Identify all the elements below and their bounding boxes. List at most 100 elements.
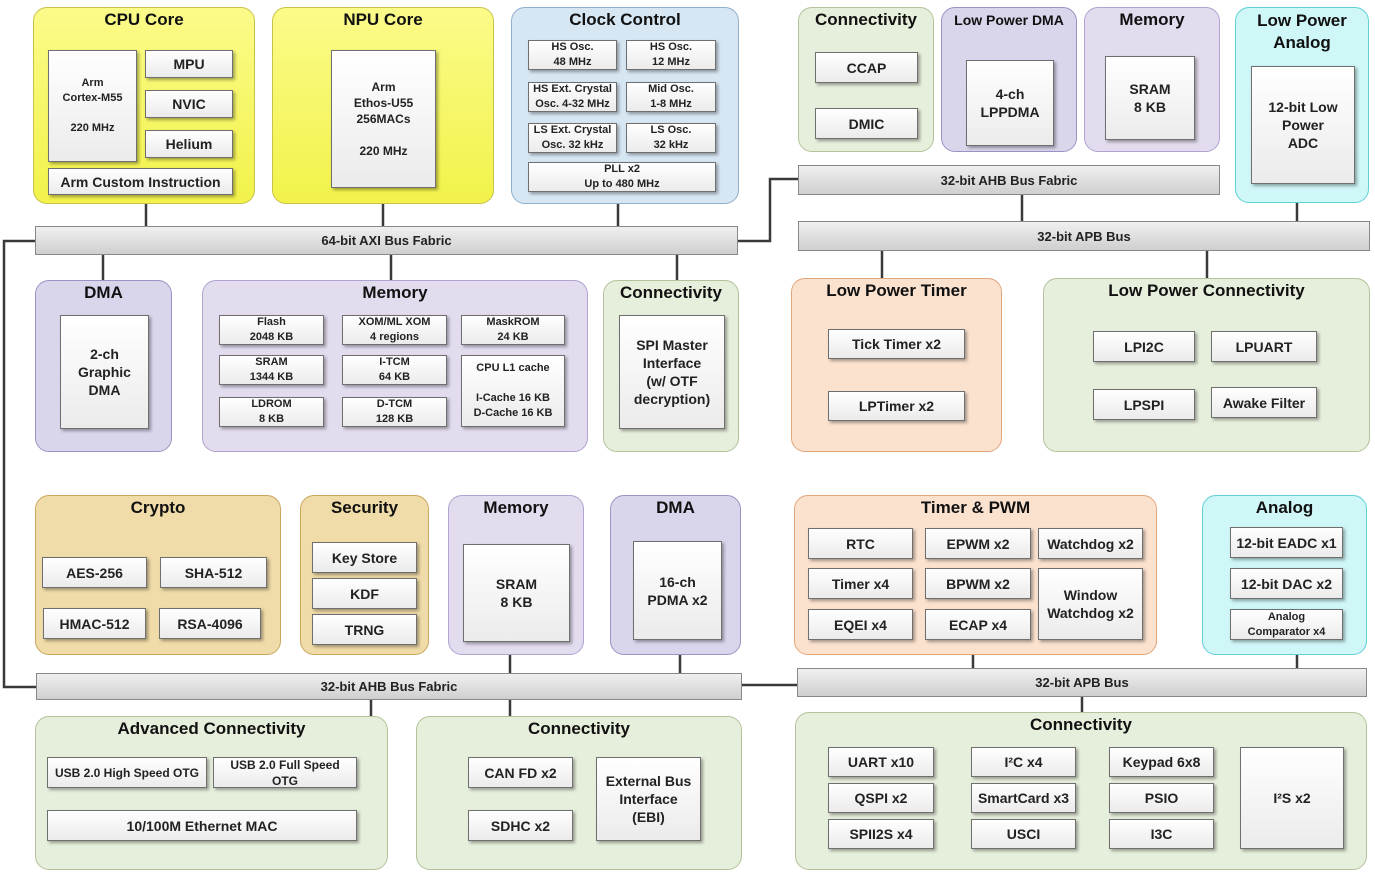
custom-instruction-block: Arm Custom Instruction xyxy=(48,168,233,195)
low-power-analog-group: Low Power Analog 12-bit Low Power ADC xyxy=(1235,7,1369,203)
epwm-block: EPWM x2 xyxy=(925,528,1031,559)
ebi-block: External Bus Interface (EBI) xyxy=(596,757,701,841)
npu-core-title: NPU Core xyxy=(343,10,423,29)
keypad-block: Keypad 6x8 xyxy=(1109,747,1214,777)
itcm-block: I-TCM 64 KB xyxy=(342,355,447,385)
clock-control-group: Clock Control HS Osc. 48 MHz HS Osc. 12 … xyxy=(511,7,739,204)
connectivity-peripherals-title: Connectivity xyxy=(1029,715,1133,734)
analog-group: Analog 12-bit EADC x1 12-bit DAC x2 Anal… xyxy=(1202,495,1367,655)
clock-control-title: Clock Control xyxy=(569,10,681,29)
ecap-block: ECAP x4 xyxy=(925,609,1031,640)
tick-timer-block: Tick Timer x2 xyxy=(828,329,965,359)
usb-fs-otg-block: USB 2.0 Full Speed OTG xyxy=(213,757,357,788)
hmac-512-block: HMAC-512 xyxy=(43,608,146,639)
low-power-timer-title: Low Power Timer xyxy=(826,281,967,300)
ahb-bus-fabric-top: 32-bit AHB Bus Fabric xyxy=(798,165,1220,195)
memory-bottom-group: Memory SRAM 8 KB xyxy=(448,495,584,655)
ethernet-mac-block: 10/100M Ethernet MAC xyxy=(47,810,357,841)
pll-block: PLL x2 Up to 480 MHz xyxy=(528,162,716,192)
flash-block: Flash 2048 KB xyxy=(219,315,324,345)
connectivity-top-title: Connectivity xyxy=(814,10,918,29)
smartcard-block: SmartCard x3 xyxy=(971,783,1076,813)
timer-block: Timer x4 xyxy=(808,568,913,599)
ethos-u55-block: Arm Ethos-U55 256MACs 220 MHz xyxy=(331,50,436,188)
sha-512-block: SHA-512 xyxy=(160,557,267,588)
axi-bus-fabric: 64-bit AXI Bus Fabric xyxy=(35,226,738,255)
advanced-connectivity-group: Advanced Connectivity USB 2.0 High Speed… xyxy=(35,716,388,870)
memory-bottom-title: Memory xyxy=(483,498,549,517)
memory-top-title: Memory xyxy=(1119,10,1185,29)
connectivity-bottom-group: Connectivity CAN FD x2 SDHC x2 External … xyxy=(416,716,742,870)
lpspi-block: LPSPI xyxy=(1093,389,1195,420)
low-power-connectivity-title: Low Power Connectivity xyxy=(1108,281,1305,300)
sram-main-block: SRAM 1344 KB xyxy=(219,355,324,385)
kdf-block: KDF xyxy=(312,578,417,609)
helium-block: Helium xyxy=(145,130,233,158)
awake-filter-block: Awake Filter xyxy=(1211,387,1317,418)
memory-top-group: Memory SRAM 8 KB xyxy=(1084,7,1220,152)
low-power-analog-title: Low Power Analog xyxy=(1257,11,1347,52)
dma-left-group: DMA 2-ch Graphic DMA xyxy=(35,280,172,452)
maskrom-block: MaskROM 24 KB xyxy=(461,315,565,345)
low-power-dma-title: Low Power DMA xyxy=(954,12,1064,28)
eadc-block: 12-bit EADC x1 xyxy=(1230,527,1343,558)
dma-bottom-group: DMA 16-ch PDMA x2 xyxy=(610,495,741,655)
dma-bottom-title: DMA xyxy=(656,498,695,517)
cortex-m55-block: Arm Cortex-M55 220 MHz xyxy=(48,50,137,162)
memory-main-group: Memory Flash 2048 KB XOM/ML XOM 4 region… xyxy=(202,280,588,452)
analog-title: Analog xyxy=(1255,498,1314,517)
sdhc-block: SDHC x2 xyxy=(468,810,573,841)
window-watchdog-block: Window Watchdog x2 xyxy=(1038,568,1143,640)
connectivity-bottom-title: Connectivity xyxy=(527,719,631,738)
timer-pwm-group: Timer & PWM RTC EPWM x2 Watchdog x2 Time… xyxy=(794,495,1157,655)
psio-block: PSIO xyxy=(1109,783,1214,813)
mid-osc-block: Mid Osc. 1-8 MHz xyxy=(626,82,716,112)
connectivity-spi-group: Connectivity SPI Master Interface (w/ OT… xyxy=(603,280,739,452)
connectivity-top-group: Connectivity CCAP DMIC xyxy=(798,7,934,152)
pdma-block: 16-ch PDMA x2 xyxy=(633,541,722,640)
dma-left-title: DMA xyxy=(84,283,123,302)
security-title: Security xyxy=(330,498,399,517)
low-power-dma-group: Low Power DMA 4-ch LPPDMA xyxy=(941,7,1077,152)
apb-bus-bottom: 32-bit APB Bus xyxy=(797,668,1367,697)
graphic-dma-block: 2-ch Graphic DMA xyxy=(60,315,149,429)
qspi-block: QSPI x2 xyxy=(828,783,934,813)
aes-256-block: AES-256 xyxy=(42,557,147,588)
ahb-bus-fabric-bottom: 32-bit AHB Bus Fabric xyxy=(36,673,742,700)
sram-top-block: SRAM 8 KB xyxy=(1105,56,1195,140)
usci-block: USCI xyxy=(971,819,1076,849)
hs-osc-12-block: HS Osc. 12 MHz xyxy=(626,40,716,70)
eqei-block: EQEI x4 xyxy=(808,609,913,640)
ls-ext-crystal-block: LS Ext. Crystal Osc. 32 kHz xyxy=(528,123,617,153)
nvic-block: NVIC xyxy=(145,90,233,118)
lp-adc-block: 12-bit Low Power ADC xyxy=(1251,66,1355,184)
security-group: Security Key Store KDF TRNG xyxy=(300,495,429,655)
connectivity-peripherals-group: Connectivity UART x10 I²C x4 Keypad 6x8 … xyxy=(795,712,1367,870)
can-fd-block: CAN FD x2 xyxy=(468,757,573,788)
cpu-l1-cache-block: CPU L1 cache I-Cache 16 KB D-Cache 16 KB xyxy=(461,355,565,427)
lppdma-block: 4-ch LPPDMA xyxy=(966,60,1054,146)
mpu-block: MPU xyxy=(145,50,233,78)
watchdog-block: Watchdog x2 xyxy=(1038,528,1143,559)
sram-bottom-block: SRAM 8 KB xyxy=(463,544,570,642)
crypto-title: Crypto xyxy=(130,498,186,517)
dac-block: 12-bit DAC x2 xyxy=(1230,568,1343,599)
hs-ext-crystal-block: HS Ext. Crystal Osc. 4-32 MHz xyxy=(528,82,617,112)
rsa-4096-block: RSA-4096 xyxy=(159,608,261,639)
spii2s-block: SPII2S x4 xyxy=(828,819,934,849)
i2c-block: I²C x4 xyxy=(971,747,1076,777)
npu-core-group: NPU Core Arm Ethos-U55 256MACs 220 MHz xyxy=(272,7,494,204)
lptimer-block: LPTimer x2 xyxy=(828,391,965,421)
dmic-block: DMIC xyxy=(815,108,918,139)
ls-osc-block: LS Osc. 32 kHz xyxy=(626,123,716,153)
xom-block: XOM/ML XOM 4 regions xyxy=(342,315,447,345)
trng-block: TRNG xyxy=(312,614,417,645)
timer-pwm-title: Timer & PWM xyxy=(920,498,1031,517)
low-power-timer-group: Low Power Timer Tick Timer x2 LPTimer x2 xyxy=(791,278,1002,452)
bpwm-block: BPWM x2 xyxy=(925,568,1031,599)
cpu-core-title: CPU Core xyxy=(104,10,184,29)
rtc-block: RTC xyxy=(808,528,913,559)
connectivity-spi-title: Connectivity xyxy=(619,283,723,302)
spi-master-block: SPI Master Interface (w/ OTF decryption) xyxy=(619,315,725,429)
i2s-block: I²S x2 xyxy=(1240,747,1344,849)
